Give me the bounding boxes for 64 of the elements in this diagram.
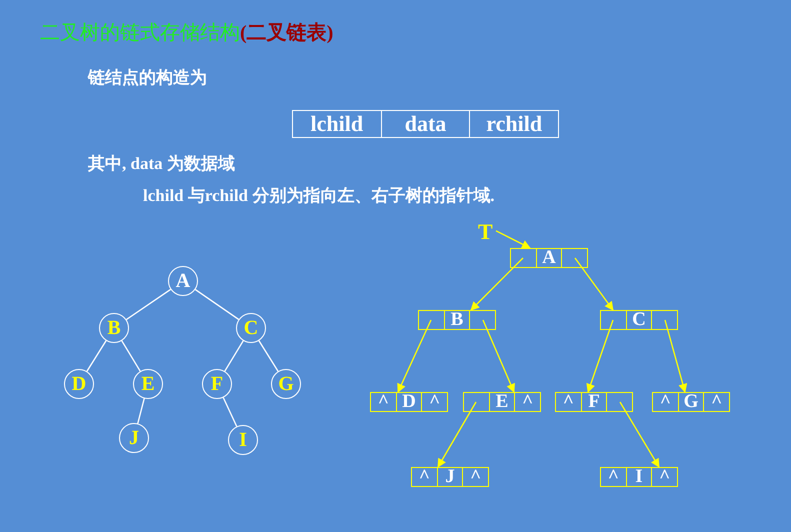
data-field: I	[626, 468, 652, 486]
table-cell: data	[382, 111, 470, 137]
title-note: (二叉链表)	[240, 21, 334, 46]
tree-edge	[222, 397, 238, 427]
pointer-field: ^	[412, 468, 438, 486]
arrow	[664, 320, 688, 393]
pointer-field: ^	[652, 468, 678, 486]
title: 二叉树的链式存储结构	[40, 21, 240, 46]
pointer-field: ^	[556, 393, 582, 411]
data-field: E	[490, 393, 516, 411]
tree-node-circle: F	[202, 369, 232, 399]
pointer-field: ^	[371, 393, 397, 411]
pointer-label: T	[478, 220, 493, 244]
linked-list-node	[510, 248, 588, 268]
tree-edge	[258, 340, 279, 372]
arrow	[574, 258, 614, 311]
arrow	[482, 320, 515, 393]
tree-node-circle: D	[64, 369, 94, 399]
linked-list-node	[600, 310, 678, 330]
node-structure-table	[292, 110, 559, 138]
data-field: J	[438, 468, 464, 486]
tree-edge	[86, 340, 107, 372]
tree-node-circle: J	[119, 423, 149, 453]
tree-node-circle: B	[99, 313, 129, 343]
arrow	[586, 320, 614, 393]
tree-edge	[194, 289, 240, 320]
text-line: lchild 与rchild 分别为指向左、右子树的指针域.	[143, 185, 495, 207]
pointer-field: ^	[653, 393, 679, 411]
arrow	[619, 402, 660, 468]
tree-node-circle: E	[133, 369, 163, 399]
data-field: B	[444, 311, 470, 329]
tree-node-circle: C	[236, 313, 266, 343]
linked-list-node	[463, 392, 541, 412]
pointer-field: ^	[704, 393, 730, 411]
tree-node-circle: I	[228, 425, 258, 455]
linked-list-node	[555, 392, 633, 412]
linked-list-node	[600, 467, 678, 487]
tree-node-circle: A	[168, 266, 198, 296]
arrow	[397, 320, 432, 393]
data-field: G	[678, 393, 704, 411]
pointer-field: ^	[422, 393, 448, 411]
linked-list-node	[652, 392, 730, 412]
linked-list-node	[411, 467, 489, 487]
data-field: C	[626, 311, 652, 329]
pointer-field: ^	[601, 468, 627, 486]
tree-edge	[137, 398, 145, 424]
arrow	[496, 230, 531, 249]
text-line: 链结点的构造为	[88, 67, 207, 89]
data-field: A	[536, 249, 562, 267]
text-line: 其中, data 为数据域	[88, 153, 235, 175]
data-field: F	[582, 393, 608, 411]
data-field: D	[396, 393, 422, 411]
arrow	[437, 402, 477, 468]
tree-edge	[224, 340, 244, 372]
arrow	[470, 258, 524, 311]
tree-edge	[121, 340, 141, 372]
linked-list-node	[370, 392, 448, 412]
pointer-field: ^	[515, 393, 540, 411]
table-cell-text: rchild	[485, 111, 544, 137]
tree-node-circle: G	[271, 369, 301, 399]
linked-list-node	[418, 310, 496, 330]
pointer-field: ^	[463, 468, 488, 486]
tree-edge	[126, 288, 171, 320]
table-cell: lchild	[293, 111, 382, 137]
